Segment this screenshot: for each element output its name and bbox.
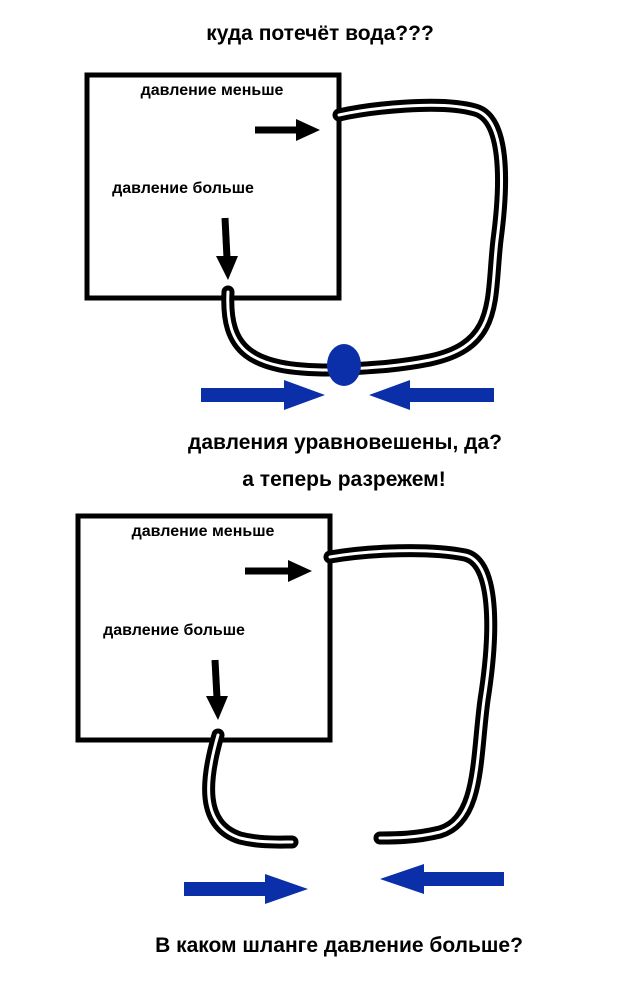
question-text: В каком шланге давление больше? — [155, 934, 523, 957]
bottom-container — [75, 513, 333, 743]
middle-caption-line1: давления уравновешены, да? — [188, 431, 502, 454]
title: куда потечёт вода??? — [206, 22, 434, 45]
top-panel: давление меньше давление больше — [84, 72, 508, 410]
top-blue-arrow-right-icon — [201, 380, 325, 410]
bottom-hose-left — [202, 728, 299, 849]
middle-caption-line2: а теперь разрежем! — [242, 468, 445, 491]
bottom-label-high-pressure: давление больше — [103, 622, 245, 639]
bottom-hose-right — [323, 544, 498, 845]
top-label-low-pressure: давление меньше — [141, 82, 284, 99]
top-arrow-down-icon — [216, 217, 238, 280]
bottom-arrow-right-icon — [245, 560, 312, 582]
bottom-blue-arrow-left-icon — [380, 864, 504, 894]
top-blue-arrow-left-icon — [369, 380, 494, 410]
top-container — [84, 72, 342, 301]
top-label-high-pressure: давление больше — [112, 180, 254, 197]
bottom-label-low-pressure: давление меньше — [132, 523, 275, 540]
junction-point — [327, 344, 361, 386]
top-arrow-right-icon — [255, 119, 320, 141]
bottom-blue-arrow-right-icon — [184, 874, 308, 904]
bottom-arrow-down-icon — [206, 659, 228, 720]
bottom-panel: давление меньше давление больше — [75, 513, 504, 904]
top-hose — [221, 98, 508, 377]
